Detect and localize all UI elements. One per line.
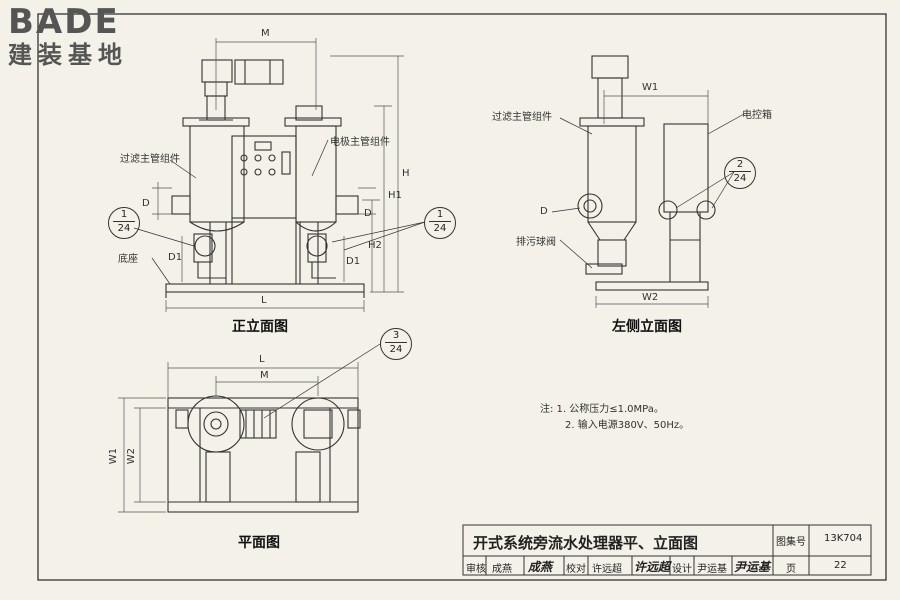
label-base: 底座	[118, 254, 138, 265]
side-elevation-drawing	[577, 55, 716, 291]
design-label: 设计	[672, 564, 692, 575]
note-line-2: 2. 输入电源380V、50Hz。	[565, 420, 690, 431]
atlas-number: 13K704	[824, 533, 863, 544]
dim-m-plan: M	[260, 370, 269, 381]
label-filter-pipe-side: 过滤主管组件	[492, 112, 552, 123]
logo-brand: BADE	[8, 2, 120, 42]
page-number: 22	[834, 560, 847, 571]
notes: 注: 1. 公称压力≤1.0MPa。 2. 输入电源380V、50Hz。	[540, 402, 689, 434]
front-elevation-drawing	[165, 59, 365, 298]
callout-plan-den: 24	[385, 342, 407, 356]
dim-h1: H1	[388, 190, 402, 201]
title-block-title: 开式系统旁流水处理器平、立面图	[473, 534, 699, 552]
label-filter-pipe-front: 过滤主管组件	[120, 154, 180, 165]
logo-subtitle: 建装基地	[8, 41, 128, 69]
callout-front-right-den: 24	[429, 221, 451, 235]
front-view-title: 正立面图	[232, 319, 288, 335]
dim-l-plan: L	[259, 354, 265, 365]
plan-view-title: 平面图	[238, 535, 280, 551]
dim-d1-left: D1	[168, 252, 183, 263]
check-name: 许远超	[592, 564, 622, 575]
dim-h2: H2	[368, 240, 382, 251]
dim-d1-right: D1	[346, 256, 361, 267]
atlas-label: 图集号	[776, 537, 806, 548]
front-dimension-lines	[152, 38, 404, 312]
plan-leader-lines	[263, 343, 381, 419]
review-label: 审核	[466, 564, 486, 575]
review-name: 成燕	[492, 564, 512, 575]
review-signature: 成燕	[528, 560, 553, 574]
sheet-border	[37, 13, 887, 581]
note-line-1: 注: 1. 公称压力≤1.0MPa。	[540, 404, 664, 415]
front-leader-lines	[133, 139, 426, 285]
callout-front-right-num: 1	[436, 209, 444, 220]
callout-side: 2 24	[724, 157, 756, 189]
callout-front-right: 1 24	[424, 207, 456, 239]
label-electrode-pipe: 电极主管组件	[330, 137, 390, 148]
label-drain-valve: 排污球阀	[516, 237, 556, 248]
dim-l-front: L	[261, 295, 267, 306]
callout-front-left-num: 1	[120, 209, 128, 220]
dim-w1-plan: W1	[108, 448, 119, 465]
label-control-box: 电控箱	[742, 110, 772, 121]
dim-h: H	[402, 168, 410, 179]
dim-d-side: D	[540, 206, 548, 217]
plan-view-drawing	[167, 395, 361, 513]
design-name: 尹运基	[697, 564, 727, 575]
callout-plan: 3 24	[380, 328, 412, 360]
side-view-title: 左侧立面图	[612, 319, 682, 335]
design-signature: 尹运基	[734, 560, 771, 574]
callout-front-left: 1 24	[108, 207, 140, 239]
plan-dimension-lines	[118, 362, 359, 513]
callout-side-den: 24	[729, 171, 751, 185]
dim-w2-side: W2	[642, 292, 659, 303]
title-block-grid	[462, 524, 872, 576]
dim-w1-side: W1	[642, 82, 659, 93]
dim-d-left: D	[142, 198, 150, 209]
callout-plan-num: 3	[392, 330, 400, 341]
side-dimension-lines	[595, 90, 709, 308]
callout-front-left-den: 24	[113, 221, 135, 235]
logo: BADE 建装基地	[8, 4, 176, 70]
page-label: 页	[786, 564, 796, 575]
side-leader-lines	[551, 113, 745, 269]
check-signature: 许远超	[634, 560, 671, 574]
dim-w2-plan: W2	[126, 448, 137, 465]
callout-side-num: 2	[736, 159, 744, 170]
dim-d-right: D	[364, 208, 372, 219]
dim-m-front: M	[261, 28, 270, 39]
check-label: 校对	[566, 564, 586, 575]
